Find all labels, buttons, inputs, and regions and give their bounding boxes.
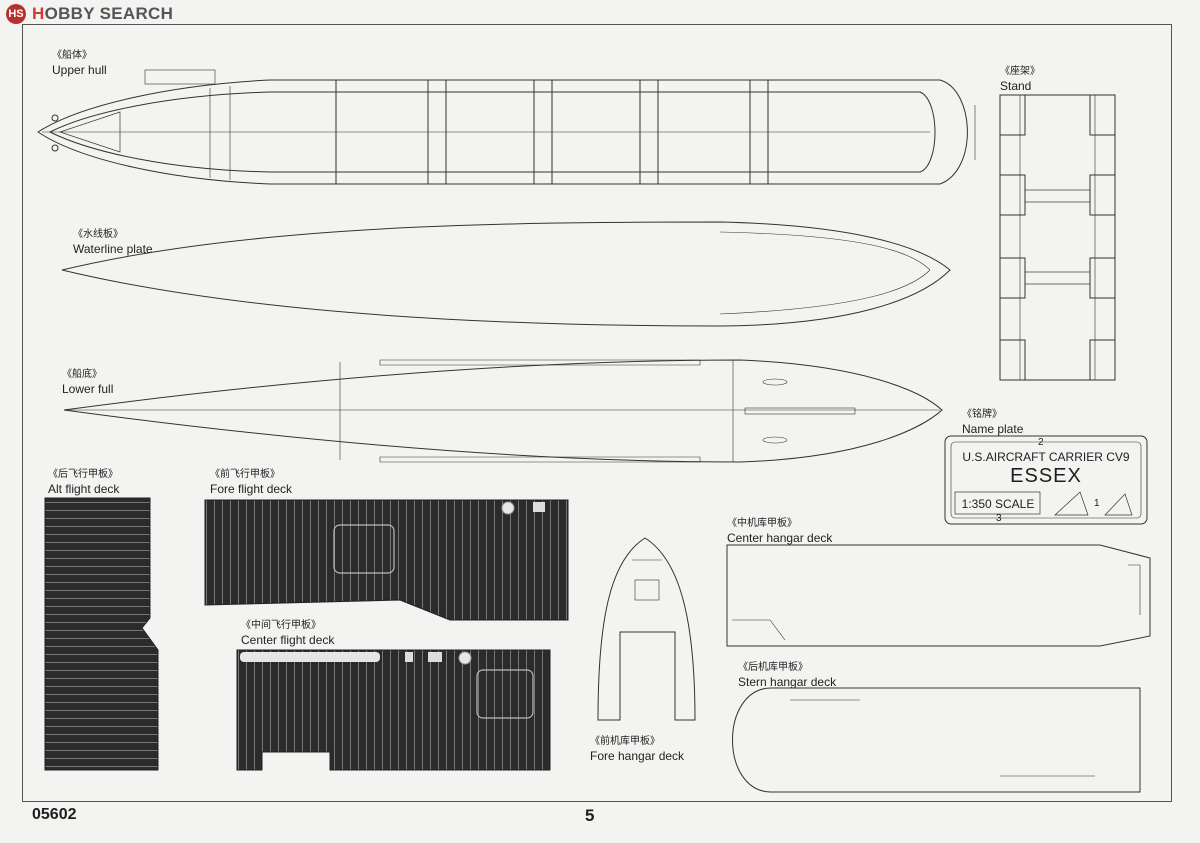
- upper-hull-drawing: [37, 69, 976, 185]
- nameplate-part-number-2: 2: [1038, 437, 1044, 448]
- aft-flight-deck-label: 《后飞行甲板》 Alt flight deck: [48, 469, 120, 496]
- lower-hull-label: 《船底》 Lower full: [62, 369, 114, 396]
- watermark-text: HOBBY SEARCH: [32, 4, 174, 23]
- waterline-plate-label: 《水线板》 Waterline plate: [73, 229, 153, 256]
- stand-drawing: [999, 94, 1116, 381]
- instruction-sheet-frame: [22, 24, 1172, 802]
- name-plate-drawing: [944, 435, 1148, 525]
- stand-label: 《座架》 Stand: [1000, 66, 1040, 93]
- aft-flight-deck-drawing: [44, 497, 159, 771]
- lower-hull-drawing: [63, 359, 943, 463]
- stern-hangar-deck-label: 《后机库甲板》 Stern hangar deck: [738, 662, 837, 689]
- fore-hangar-deck-drawing: [597, 537, 696, 721]
- page-number: 5: [585, 806, 595, 825]
- nameplate-part-number-3: 3: [996, 513, 1002, 524]
- nameplate-scale: 1:350 SCALE: [961, 497, 1035, 511]
- hobby-search-logo-icon: HS: [6, 4, 26, 24]
- nameplate-ship-name: ESSEX: [1010, 465, 1082, 487]
- hobby-search-watermark: HS HOBBY SEARCH: [6, 4, 173, 24]
- center-flight-deck-label: 《中间飞行甲板》 Center flight deck: [241, 620, 335, 647]
- nameplate-part-number-1: 1: [1094, 498, 1100, 509]
- name-plate-label: 《铭牌》 Name plate: [962, 409, 1024, 436]
- waterline-plate-drawing: [61, 221, 951, 327]
- center-flight-deck-drawing: [236, 649, 551, 771]
- product-code: 05602: [32, 806, 77, 823]
- upper-hull-label: 《船体》 Upper hull: [52, 50, 107, 77]
- fore-flight-deck-label: 《前飞行甲板》 Fore flight deck: [210, 469, 293, 496]
- fore-hangar-deck-label: 《前机库甲板》 Fore hangar deck: [590, 736, 685, 763]
- fore-flight-deck-drawing: [204, 499, 569, 621]
- center-hangar-deck-label: 《中机库甲板》 Center hangar deck: [727, 518, 833, 545]
- center-hangar-deck-drawing: [726, 544, 1151, 647]
- stern-hangar-deck-drawing: [732, 687, 1141, 793]
- nameplate-title: U.S.AIRCRAFT CARRIER CV9: [962, 450, 1130, 464]
